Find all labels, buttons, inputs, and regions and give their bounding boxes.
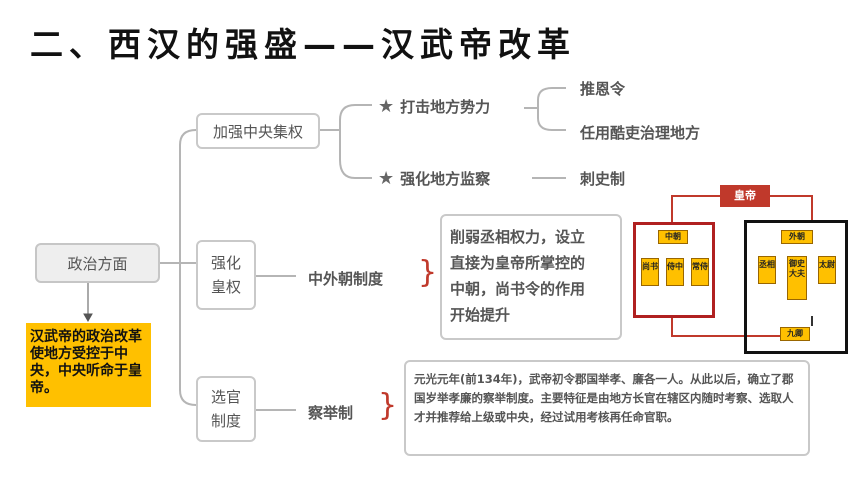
branch-centralization: 加强中央集权: [196, 113, 320, 149]
desc-recommendation-system: 元光元年(前134年)，武帝初令郡国举孝、廉各一人。从此以后，确立了郡国岁举孝廉…: [404, 360, 810, 456]
inner-court-label: 中朝: [658, 230, 688, 244]
branch-imperial-line1: 强化: [210, 254, 241, 272]
desc-imperial-power: 削弱丞相权力，设立 直接为皇帝所掌控的 中朝，尚书令的作用 开始提升: [440, 214, 622, 340]
nine-ministers: 九卿: [780, 327, 810, 341]
branch-centralization-label: 加强中央集权: [212, 122, 303, 141]
star-icon: ★: [378, 96, 395, 117]
outer-court-label: 外朝: [781, 230, 813, 244]
desc-line: 削弱丞相权力，设立: [450, 228, 586, 246]
inner-court-frame: [633, 222, 715, 318]
root-label: 政治方面: [67, 254, 128, 273]
sub-strengthen-supervision: ★ 强化地方监察: [378, 168, 490, 189]
brace-selection: }: [378, 388, 398, 423]
brace-imperial: }: [418, 255, 438, 290]
emperor-box: 皇帝: [720, 185, 770, 207]
branch-official-selection: 选官 制度: [196, 376, 256, 442]
page-title: 二、西汉的强盛——汉武帝改革: [30, 25, 576, 64]
sub-supervision-label: 强化地方监察: [400, 170, 491, 188]
sub-suppress-label: 打击地方势力: [400, 98, 491, 116]
item-recommendation-system: 察举制: [308, 404, 354, 422]
branch-imperial-line2: 皇权: [210, 278, 241, 296]
outer-member-taiwei: 太尉: [818, 256, 836, 284]
root-node: 政治方面: [35, 243, 160, 283]
item-inner-outer-court: 中外朝制度: [308, 270, 384, 288]
inner-member-shangshu: 尚书: [641, 258, 659, 286]
outer-member-chancellor: 丞相: [758, 256, 776, 284]
item-cishi-system: 刺史制: [580, 170, 626, 188]
desc-line: 中朝，尚书令的作用: [450, 280, 586, 298]
star-icon: ★: [378, 168, 395, 189]
inner-member-shizhong: 侍中: [666, 258, 684, 286]
branch-imperial-power: 强化 皇权: [196, 240, 256, 310]
branch-selection-line2: 制度: [210, 412, 241, 430]
item-tuien-ling: 推恩令: [580, 80, 626, 98]
branch-selection-line1: 选官: [210, 388, 241, 406]
summary-note: 汉武帝的政治改革使地方受控于中央，中央听命于皇帝。: [26, 323, 151, 407]
item-harsh-officials: 任用酷吏治理地方: [580, 124, 701, 142]
outer-member-censor: 御史大夫: [787, 256, 807, 300]
sub-suppress-local-powers: ★ 打击地方势力: [378, 96, 490, 117]
outer-court-frame: [744, 220, 848, 354]
inner-member-changshi: 常侍: [691, 258, 709, 286]
desc-line: 开始提升: [450, 306, 511, 324]
desc-line: 直接为皇帝所掌控的: [450, 254, 586, 272]
